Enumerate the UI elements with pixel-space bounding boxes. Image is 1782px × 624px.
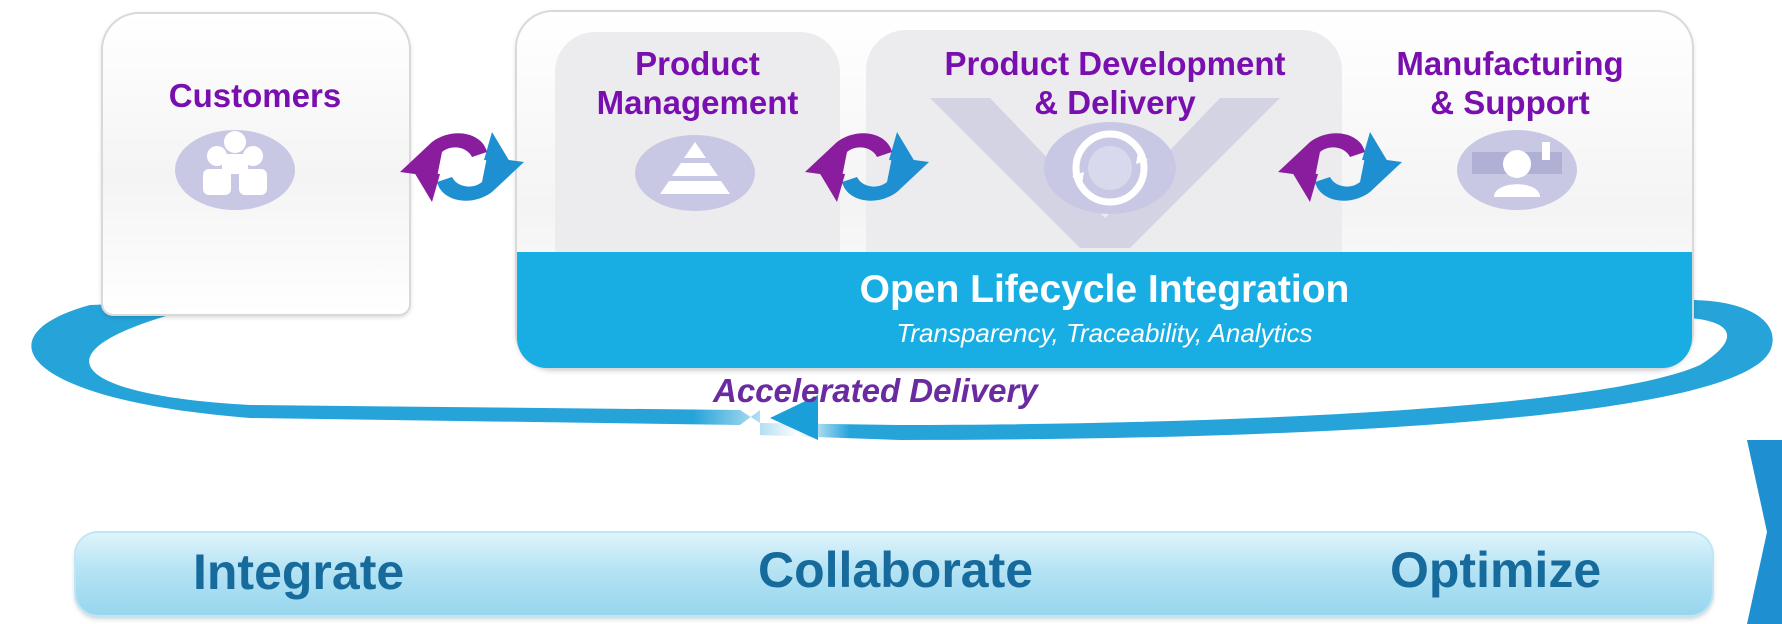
- manufacturing-support-title: Manufacturing & Support: [1396, 45, 1624, 121]
- sync-arrows-icon: [805, 132, 929, 202]
- bottom-value-bar: [76, 533, 1712, 615]
- collaborate-label: Collaborate: [758, 542, 1034, 598]
- customers-title: Customers: [168, 77, 342, 114]
- accelerated-delivery-label: Accelerated Delivery: [713, 372, 1038, 409]
- sync-arrows-icon: [1278, 132, 1402, 202]
- integration-band: Open Lifecycle Integration Transparency,…: [517, 252, 1692, 368]
- sync-arrows-icon: [400, 132, 524, 202]
- optimize-label: Optimize: [1390, 542, 1602, 598]
- integration-title: Open Lifecycle Integration: [859, 268, 1350, 311]
- product-development-title: Product Development & Delivery: [944, 45, 1286, 121]
- integrate-label: Integrate: [193, 544, 405, 600]
- v-shape-graphic: [930, 98, 1280, 248]
- pyramid-icon: [635, 135, 755, 211]
- integration-subtitle: Transparency, Traceability, Analytics: [896, 318, 1313, 348]
- customers-icon: [175, 130, 295, 210]
- chevron-decoration-icon: [1747, 440, 1782, 624]
- factory-worker-icon: [1457, 130, 1577, 210]
- cycle-icon: [1044, 122, 1176, 214]
- product-management-title: Product Management: [596, 45, 799, 121]
